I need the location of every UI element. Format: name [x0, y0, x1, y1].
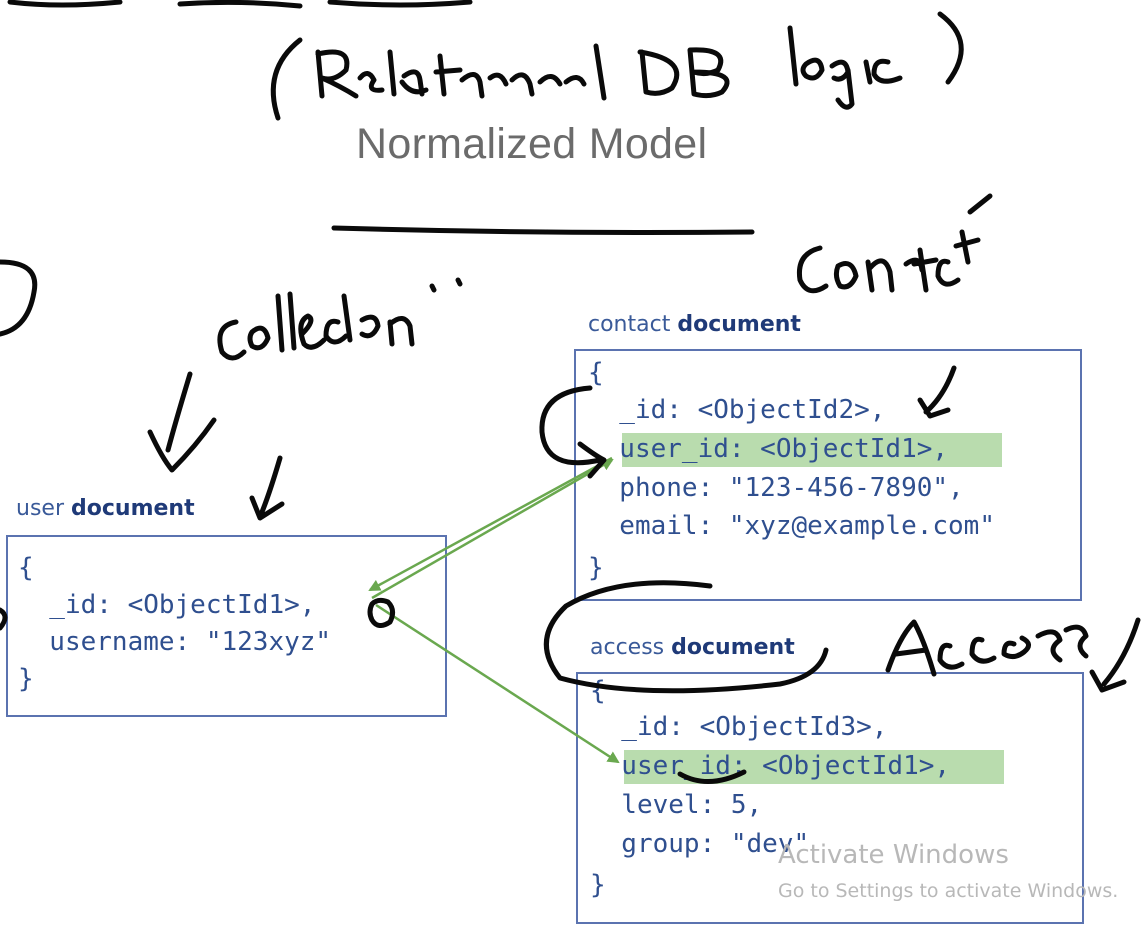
access-doc-line: level: 5, — [590, 790, 763, 820]
contact-doc-line: } — [588, 553, 604, 583]
contact-doc-line: _id: <ObjectId2>, — [588, 395, 886, 425]
activation-watermark-title: Activate Windows — [778, 840, 1009, 870]
arrow-contact-to-user — [368, 456, 613, 592]
contact-doc-line: phone: "123-456-7890", — [588, 473, 964, 503]
contact-document-box — [574, 349, 1082, 601]
ink-left-circle — [0, 259, 38, 337]
ink-left-edge-mark — [0, 607, 8, 631]
ink-top-edge — [7, 0, 473, 9]
access-label-keyword: document — [671, 635, 795, 660]
contact-label-keyword: document — [677, 312, 801, 337]
ink-collection — [217, 277, 463, 361]
user-doc-line: _id: <ObjectId1>, — [18, 590, 316, 620]
user-label-prefix: user — [16, 496, 64, 521]
contact-user-id-highlight — [622, 433, 1002, 467]
ink-relational-scrawl — [315, 43, 607, 101]
activation-watermark-subtitle: Go to Settings to activate Windows. — [778, 880, 1119, 902]
ink-contact — [796, 193, 993, 294]
user-doc-line: username: "123xyz" — [18, 627, 332, 657]
contact-doc-line: email: "xyz@example.com" — [588, 511, 995, 541]
reference-arrows — [368, 456, 620, 764]
ink-access-arrow — [1089, 617, 1141, 693]
contact-label-prefix: contact — [588, 312, 671, 337]
diagram-title: Normalized Model — [356, 120, 708, 168]
contact-doc-line: { — [588, 358, 604, 388]
ink-db — [637, 47, 730, 99]
arrow-user-to-contact — [371, 458, 614, 600]
access-doc-line: } — [590, 870, 606, 900]
ink-check-contact — [917, 365, 957, 419]
user-doc-line: { — [18, 553, 34, 583]
ink-access-swoosh — [544, 580, 829, 694]
contact-doc-line-user-id: user_id: <ObjectId1>, — [588, 434, 949, 464]
ink-down-arrow-1 — [147, 371, 217, 473]
access-document-label: access document — [590, 635, 795, 660]
arrow-user-to-access — [375, 603, 620, 764]
user-document-box — [6, 535, 447, 717]
access-doc-line: group: "dev" — [590, 829, 810, 859]
ink-down-arrow-2 — [249, 455, 285, 521]
ink-access — [885, 619, 1089, 677]
access-doc-line: _id: <ObjectId3>, — [590, 712, 888, 742]
user-document-label: user document — [16, 496, 195, 521]
ink-title-underline — [331, 225, 755, 235]
ink-loop-arrow — [539, 385, 607, 479]
ink-user-id-circle — [367, 597, 396, 628]
access-document-box — [576, 672, 1084, 924]
user-doc-line: } — [18, 664, 34, 694]
ink-logic — [787, 25, 903, 110]
contact-document-label: contact document — [588, 312, 801, 337]
handwritten-annotations — [0, 0, 1141, 785]
ink-close-paren — [937, 11, 964, 85]
ink-open-paren — [270, 37, 303, 121]
user-label-keyword: document — [71, 496, 195, 521]
ink-access-user-underline — [677, 769, 747, 785]
access-label-prefix: access — [590, 635, 665, 660]
